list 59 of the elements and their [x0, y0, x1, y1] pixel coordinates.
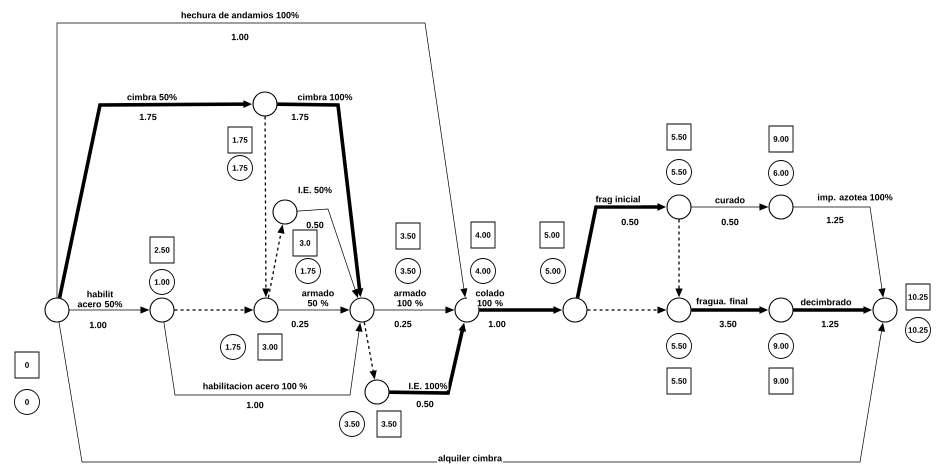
event-circle	[272, 199, 298, 225]
duration-label: 0.50	[415, 400, 435, 408]
edge-label: curado	[714, 196, 746, 204]
time-box: 1.75	[228, 126, 252, 154]
event-circle	[666, 297, 692, 323]
duration-label: 1.25	[820, 320, 840, 328]
duration-label: 0.25	[393, 320, 413, 328]
duration-label: 1.00	[487, 320, 507, 328]
duration-label: 1.25	[825, 216, 845, 224]
time-box: 4.00	[470, 222, 496, 248]
duration-label: 0.50	[620, 218, 640, 226]
edge-label: decimbrado	[800, 298, 853, 306]
time-box: 3.50	[396, 222, 420, 250]
edge-label: habilit acero 50%	[69, 290, 131, 308]
duration-label: 0.25	[290, 320, 310, 328]
edge-label: hechura de andamios 100%	[180, 10, 300, 20]
edge-label: habilitacion acero 100 %	[202, 382, 308, 390]
event-circle	[364, 379, 390, 405]
edge-label: colado 100 %	[467, 288, 513, 308]
duration-label: 1.75	[138, 112, 158, 122]
event-circle	[768, 194, 794, 220]
event-circle	[768, 297, 794, 323]
time-box: 3.50	[376, 410, 402, 438]
event-circle	[149, 297, 175, 323]
edge-label: imp. azotea 100%	[816, 192, 894, 204]
event-circle	[562, 297, 588, 323]
edge-label: cimbra 100%	[296, 92, 354, 102]
duration-label: 3.50	[718, 320, 738, 328]
edge-label: armado 50 %	[297, 288, 339, 308]
time-box: 3.0	[292, 230, 318, 256]
duration-label: 0.50	[305, 220, 325, 230]
edge-label: I.E. 100%	[408, 382, 449, 390]
duration-label: 1.00	[88, 320, 108, 330]
event-circle	[44, 297, 70, 323]
time-box: 0	[14, 352, 40, 378]
duration-label: 1.00	[230, 32, 250, 42]
event-circle	[349, 297, 375, 323]
time-box: 5.00	[540, 222, 564, 248]
duration-label: 0.50	[720, 218, 740, 226]
event-circle	[253, 297, 279, 323]
time-box: 5.50	[666, 124, 692, 150]
event-circle	[252, 91, 278, 117]
time-box: 9.00	[768, 126, 794, 152]
event-circle	[666, 194, 692, 220]
time-box: 2.50	[150, 236, 174, 264]
time-box: 9.00	[768, 368, 794, 394]
time-box: 5.50	[666, 368, 692, 394]
duration-label: 1.00	[245, 400, 265, 410]
edge-label: alquiler cimbra	[437, 454, 504, 464]
duration-label: 1.75	[290, 112, 310, 122]
edge-label: I.E. 50%	[297, 186, 334, 194]
edge-label: fragua. final	[695, 296, 749, 308]
edge-label: cimbra 50%	[126, 92, 178, 102]
time-box: 10.25	[906, 284, 930, 310]
time-box: 3.00	[258, 334, 282, 360]
event-circle	[872, 297, 898, 323]
edge-label: frag inicial	[594, 194, 642, 206]
arrow	[56, 22, 468, 298]
edge-label: armado 100 %	[387, 288, 433, 308]
